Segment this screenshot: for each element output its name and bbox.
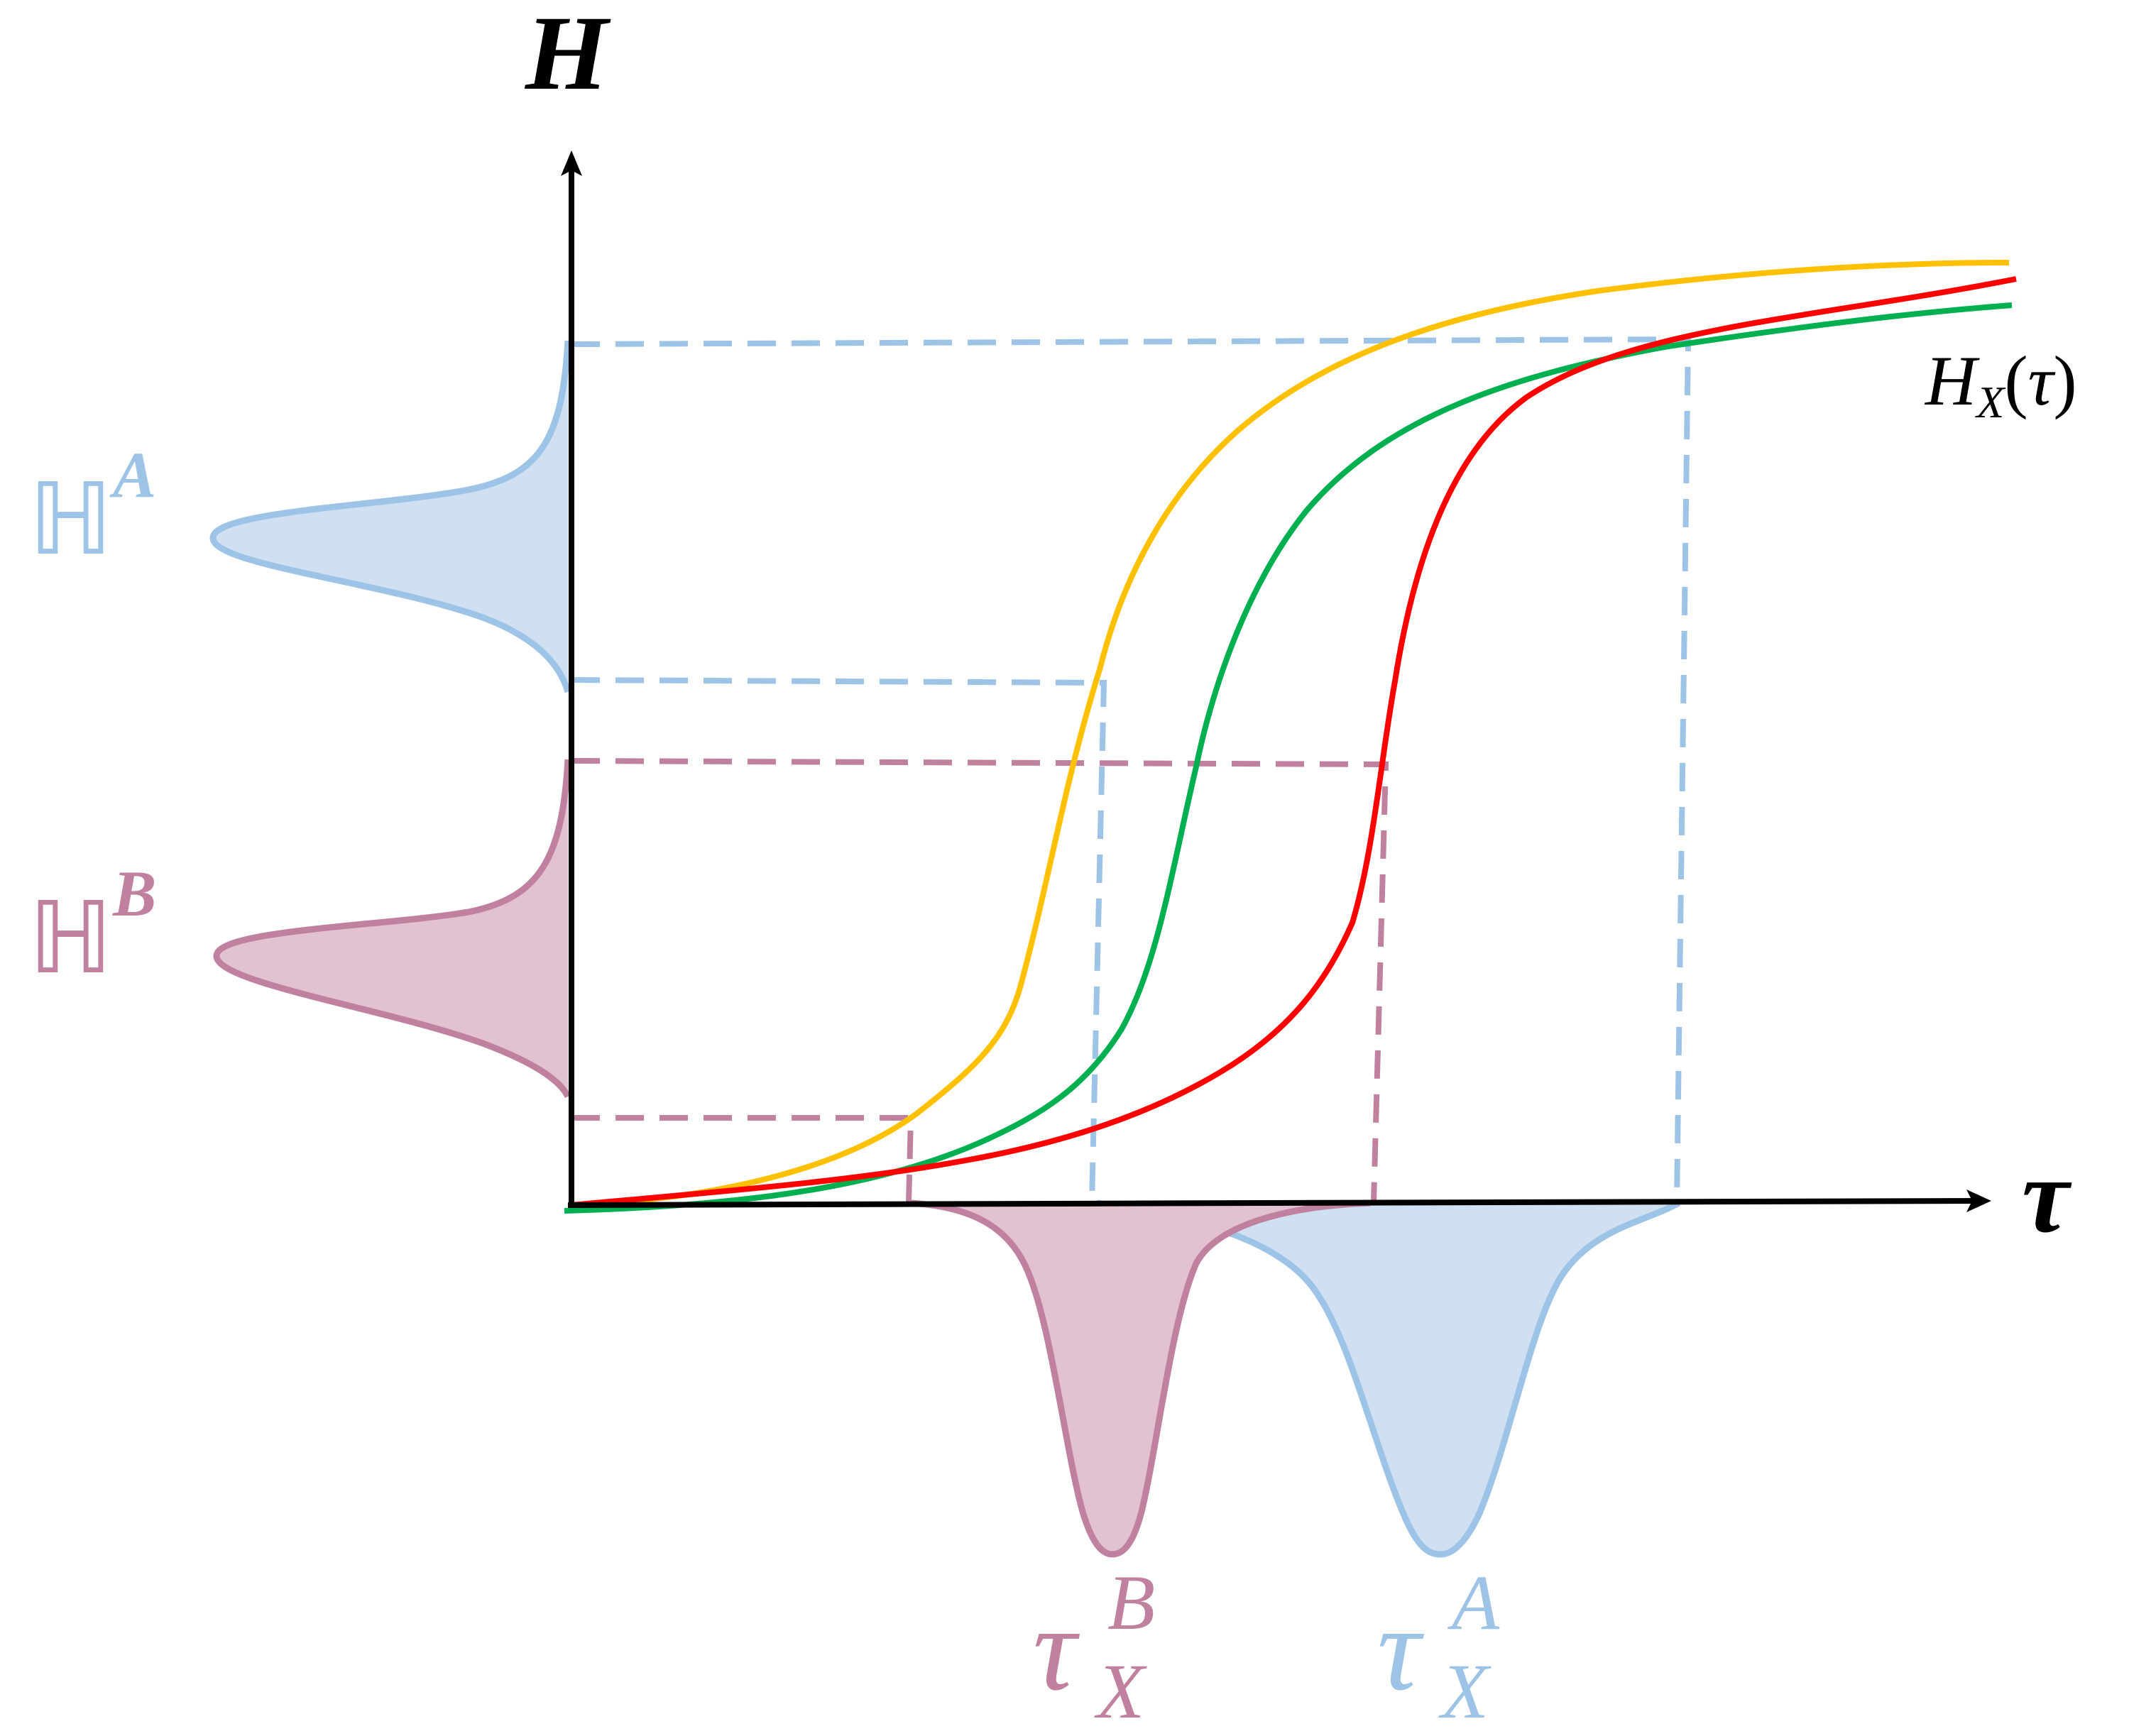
dist-HA-fill [213, 341, 568, 692]
y-axis-arrowhead [561, 150, 582, 176]
label-HA-sup: A [109, 439, 156, 511]
curve-label: HX(τ) [1924, 341, 2077, 427]
label-tauB-sup: B [1107, 1559, 1155, 1646]
curve-red [571, 276, 2017, 1208]
curve-green [564, 302, 2013, 1214]
x-axis-arrowhead [1966, 1190, 1991, 1212]
curve-label-main: H [1924, 341, 1980, 420]
label-tauA-main: τ [1377, 1582, 1424, 1715]
label-tauB-main: τ [1033, 1582, 1080, 1715]
dist-tauB-fill [910, 1203, 1370, 1554]
dist-HA-outline [209, 340, 571, 693]
label-tauA-sub: X [1438, 1648, 1492, 1735]
label-HA: ℍA [28, 439, 156, 578]
label-HB-main: ℍ [28, 881, 113, 996]
x-axis-label: τ [2022, 1137, 2072, 1255]
guide-HA-upper [571, 336, 1692, 1204]
label-tauA-sup: A [1447, 1559, 1500, 1646]
x-axis [567, 1197, 1984, 1208]
curve-yellow [571, 260, 2010, 1208]
curve-label-arg: τ [2028, 341, 2056, 420]
label-HB: ℍB [28, 857, 156, 996]
dist-HB-fill [217, 759, 568, 1097]
dist-tauB-outline [909, 1199, 1371, 1558]
curve-label-paren-close: ) [2053, 341, 2076, 420]
dist-tauA-outline [1096, 1199, 1681, 1558]
y-axis-label: H [524, 0, 611, 112]
label-HA-main: ℍ [28, 462, 113, 578]
dist-HB-outline [213, 759, 571, 1099]
dist-tauA-fill [1097, 1203, 1679, 1554]
curve-label-paren-open: ( [2004, 341, 2027, 420]
guide-HB-lower [571, 1115, 914, 1204]
curve-label-sub: X [1974, 377, 2006, 427]
guide-HA-lower [571, 677, 1107, 1204]
guide-HB-upper [571, 758, 1389, 1204]
label-HB-sup: B [112, 857, 156, 930]
label-tauB-sub: X [1094, 1648, 1147, 1735]
